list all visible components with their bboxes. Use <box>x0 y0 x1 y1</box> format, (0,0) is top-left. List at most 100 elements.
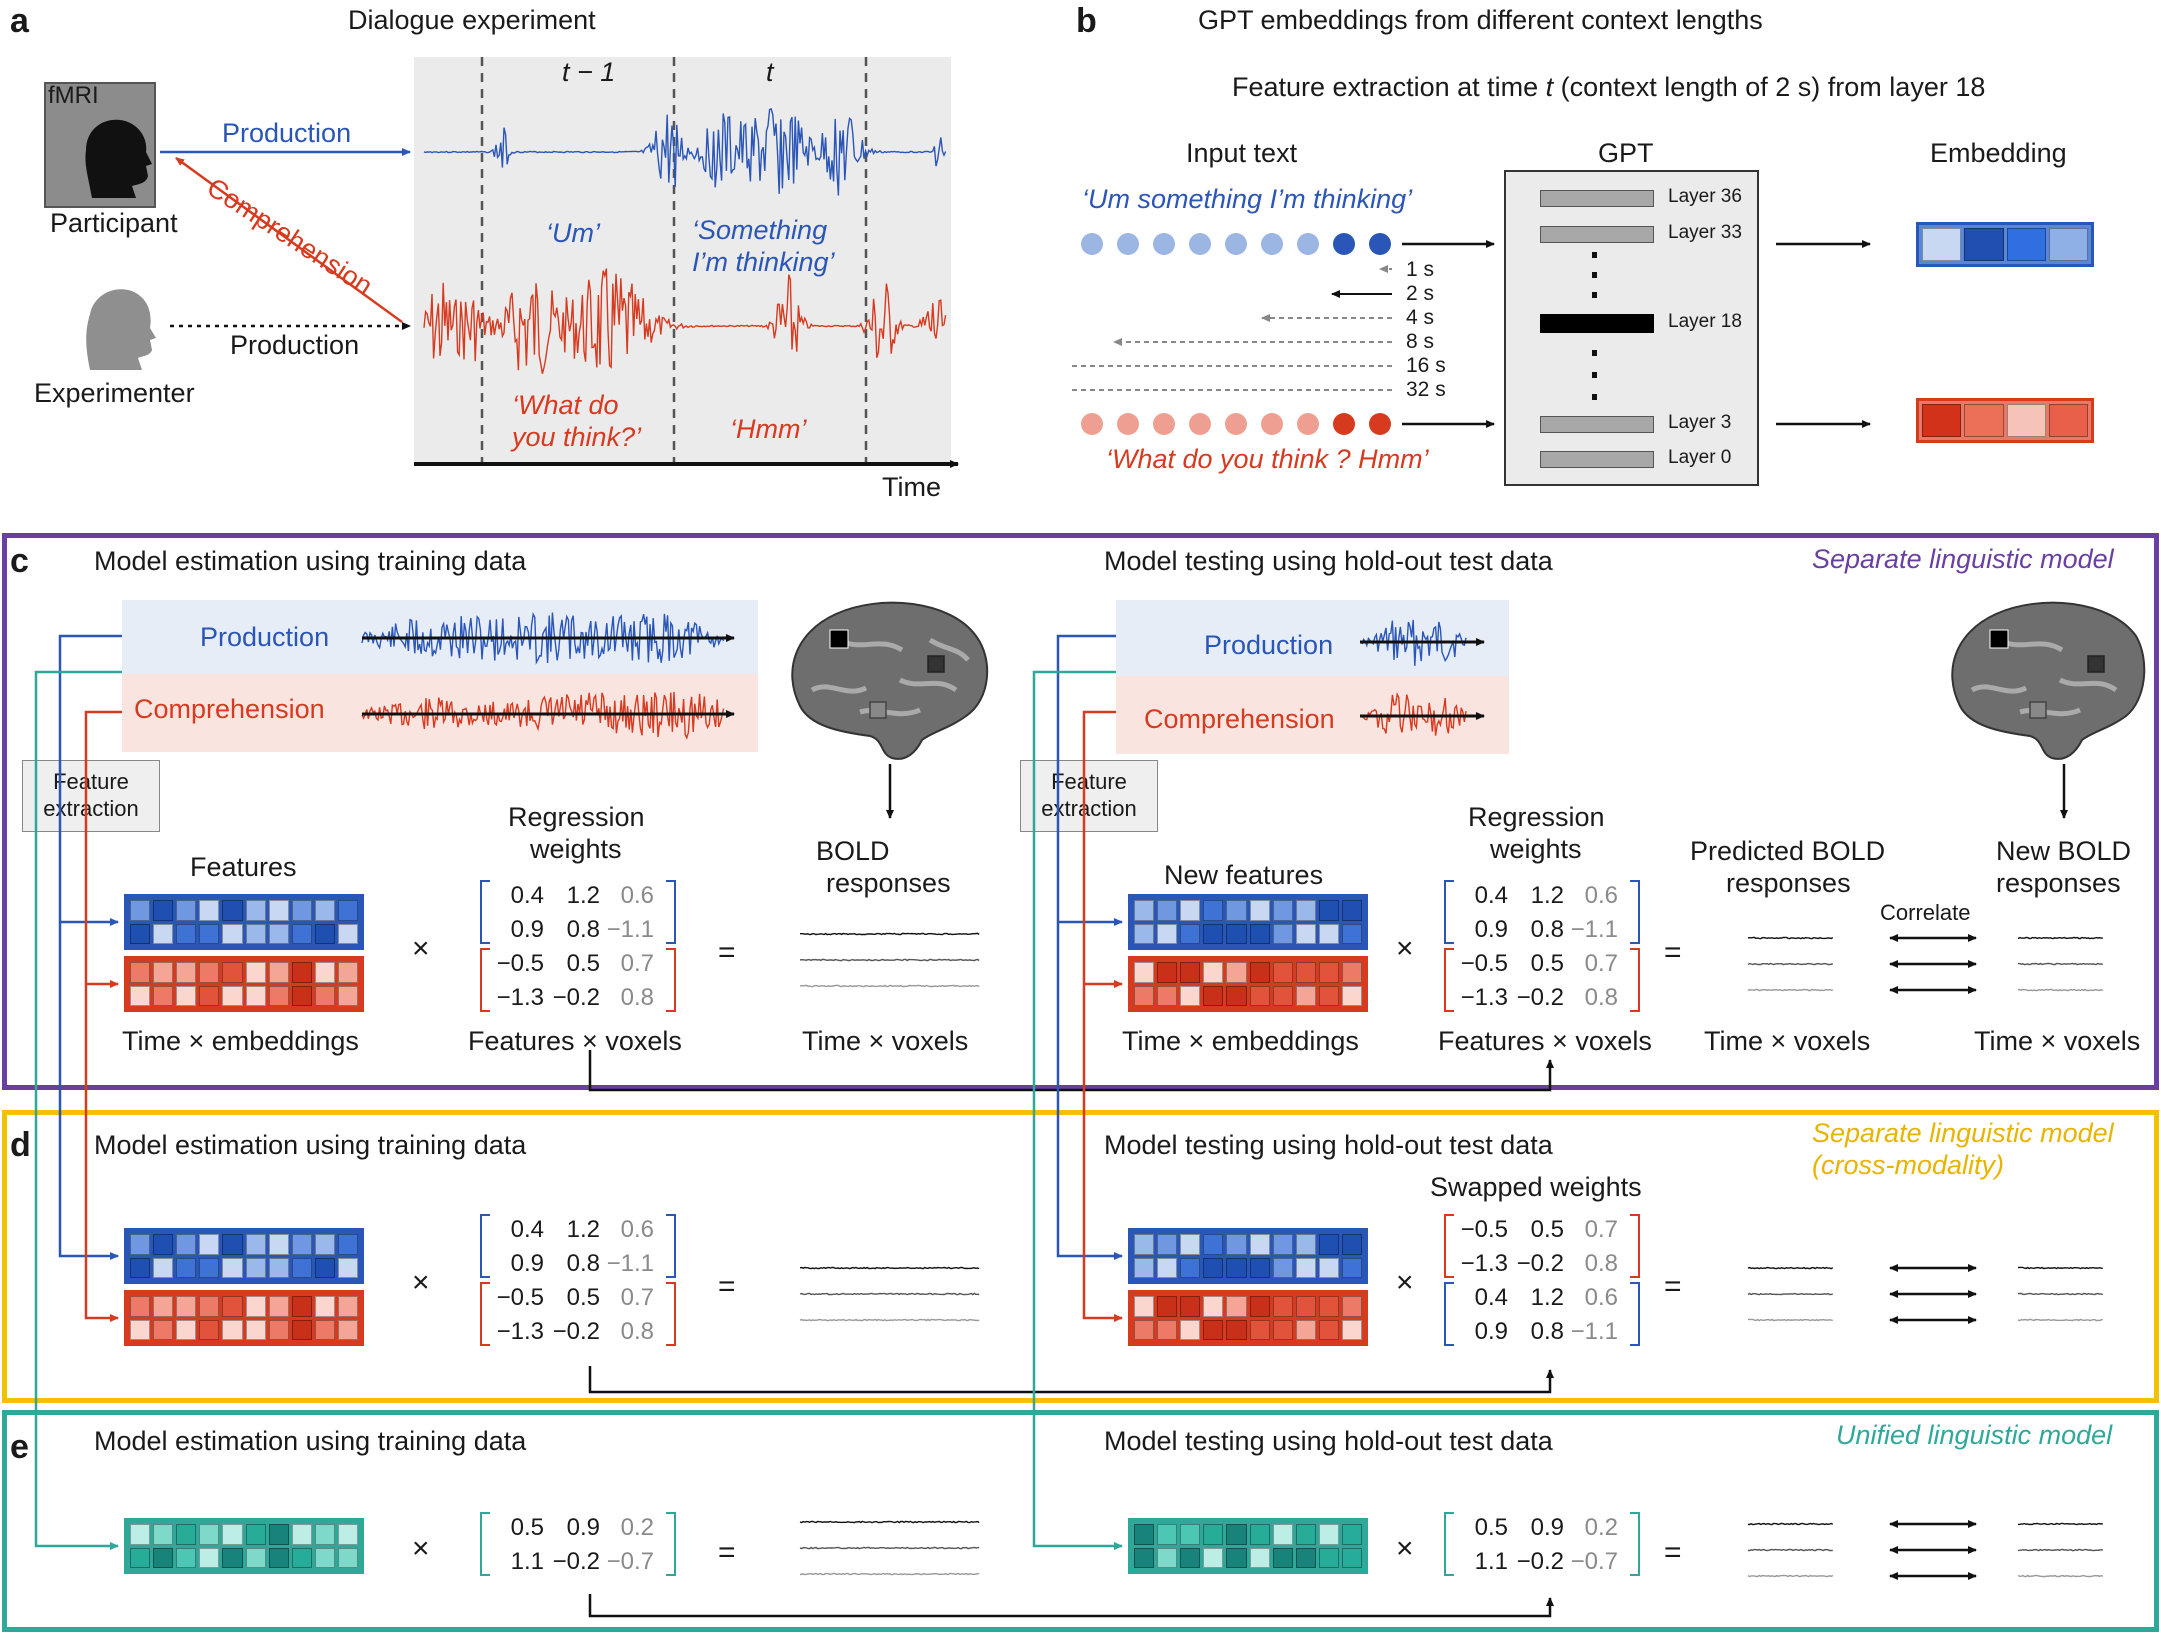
token-dot-blue <box>1333 233 1355 255</box>
panel-c-frame <box>2 533 2159 1090</box>
feature-cell <box>1272 1524 1293 1545</box>
feature-cell <box>1318 985 1339 1006</box>
matrix-value: −0.7 <box>1570 1548 1618 1575</box>
matrix-value: −1.3 <box>1460 984 1508 1011</box>
feature-cell <box>222 900 243 921</box>
bold-e-train-voxel-1 <box>799 1520 980 1524</box>
feature-cell <box>1249 962 1270 983</box>
feature-grid-blue-d-test <box>1128 1228 1368 1284</box>
feature-grid-red-c-train <box>124 956 364 1012</box>
bold-c-new-voxel-3 <box>2017 988 2104 992</box>
multiply-sign-c-test: × <box>1396 932 1414 965</box>
regression-heading-test-2: weights <box>1490 834 1582 864</box>
embedding-heading: Embedding <box>1930 138 2067 168</box>
feature-cell <box>130 962 151 983</box>
time-t-minus-1: t − 1 <box>562 57 616 87</box>
feature-cell <box>1295 1296 1316 1317</box>
feature-cell <box>1318 962 1339 983</box>
feature-cell <box>1226 1524 1247 1545</box>
matrix-value: 0.2 <box>620 1514 654 1541</box>
feature-cell <box>1134 1524 1155 1545</box>
feature-cell <box>1295 923 1316 944</box>
feature-cell <box>1272 1319 1293 1340</box>
feature-cell <box>314 985 335 1006</box>
regression-heading-1: Regression <box>508 802 645 832</box>
matrix-value: 0.9 <box>1474 1318 1508 1345</box>
feature-cell <box>1318 1524 1339 1545</box>
fmri-label: fMRI <box>48 82 99 109</box>
feature-cell <box>1272 1234 1293 1255</box>
regression-heading-test-1: Regression <box>1468 802 1605 832</box>
feature-cell <box>337 1257 358 1278</box>
bold-c-train-voxel-2 <box>799 958 980 962</box>
token-dot-red <box>1081 413 1103 435</box>
train-comprehension-label: Comprehension <box>134 694 325 724</box>
feature-cell <box>1203 1524 1224 1545</box>
feature-cell <box>1203 1257 1224 1278</box>
feature-cell <box>245 1296 266 1317</box>
brain-icon-train <box>791 601 989 760</box>
feature-cell <box>130 1234 151 1255</box>
feature-cell <box>314 1524 335 1545</box>
equals-sign-e-train: = <box>718 1536 736 1569</box>
context-1s: 1 s <box>1406 258 1435 281</box>
panel-d-right-title: Model testing using hold-out test data <box>1104 1130 1553 1160</box>
panel-c-left-title: Model estimation using training data <box>94 546 527 576</box>
matrix-value: 0.6 <box>620 1216 654 1243</box>
feature-cell <box>245 900 266 921</box>
feature-cell <box>1203 962 1224 983</box>
feature-cell <box>1295 1524 1316 1545</box>
token-dot-red <box>1153 413 1175 435</box>
feature-cell <box>153 985 174 1006</box>
feature-cell <box>1134 1234 1155 1255</box>
matrix-value: 0.9 <box>1474 916 1508 943</box>
bold-e-new-voxel-2 <box>2017 1548 2103 1552</box>
features-heading: Features <box>190 852 297 882</box>
feature-cell <box>1157 923 1178 944</box>
time-voxels-label-pred: Time × voxels <box>1704 1026 1871 1056</box>
multiply-sign-d-test: × <box>1396 1266 1414 1299</box>
context-8s: 8 s <box>1406 330 1435 353</box>
equals-sign-c-test: = <box>1664 936 1682 969</box>
swapped-weights-label: Swapped weights <box>1430 1172 1642 1202</box>
feature-cell <box>1180 1319 1201 1340</box>
feature-cell <box>1134 962 1155 983</box>
feature-cell <box>1203 1296 1224 1317</box>
matrix-bracket-left <box>480 1214 490 1278</box>
layer-18-bar <box>1540 314 1654 333</box>
layer-36-label: Layer 36 <box>1668 186 1742 207</box>
red-sentence: ‘What do you think ? Hmm’ <box>1106 444 1429 474</box>
matrix-value: 0.8 <box>1530 1318 1564 1345</box>
feature-cell <box>1180 1547 1201 1568</box>
embedding-blue <box>1916 222 2094 267</box>
bold-e-pred-voxel-2 <box>1748 1548 1833 1552</box>
feature-cell <box>1157 1257 1178 1278</box>
feature-cell <box>1272 900 1293 921</box>
feature-cell <box>245 962 266 983</box>
bold-heading-1: BOLD <box>816 836 890 866</box>
predicted-bold-heading-1: Predicted BOLD <box>1690 836 1886 866</box>
feature-cell <box>245 985 266 1006</box>
new-bold-heading-1: New BOLD <box>1996 836 2132 866</box>
panel-e-left-title: Model estimation using training data <box>94 1426 527 1456</box>
token-dot-red <box>1297 413 1319 435</box>
feature-cell <box>268 1257 289 1278</box>
matrix-value: −0.5 <box>1460 950 1508 977</box>
feature-cell <box>199 1319 220 1340</box>
matrix-bracket-right <box>1630 948 1640 1012</box>
matrix-bracket-left <box>480 1512 490 1576</box>
participant-label: Participant <box>50 208 178 238</box>
matrix-value: 0.9 <box>566 1514 600 1541</box>
feature-cell <box>1157 1524 1178 1545</box>
gpt-heading: GPT <box>1598 138 1654 168</box>
feature-cell <box>291 985 312 1006</box>
bold-c-new-voxel-2 <box>2018 962 2103 966</box>
feature-cell <box>1341 962 1362 983</box>
feature-cell <box>1157 962 1178 983</box>
feature-cell <box>1134 1319 1155 1340</box>
matrix-value: −0.5 <box>496 950 544 977</box>
production-label-bottom: Production <box>230 330 360 360</box>
feature-cell <box>153 1234 174 1255</box>
bold-d-new-voxel-2 <box>2017 1292 2104 1296</box>
